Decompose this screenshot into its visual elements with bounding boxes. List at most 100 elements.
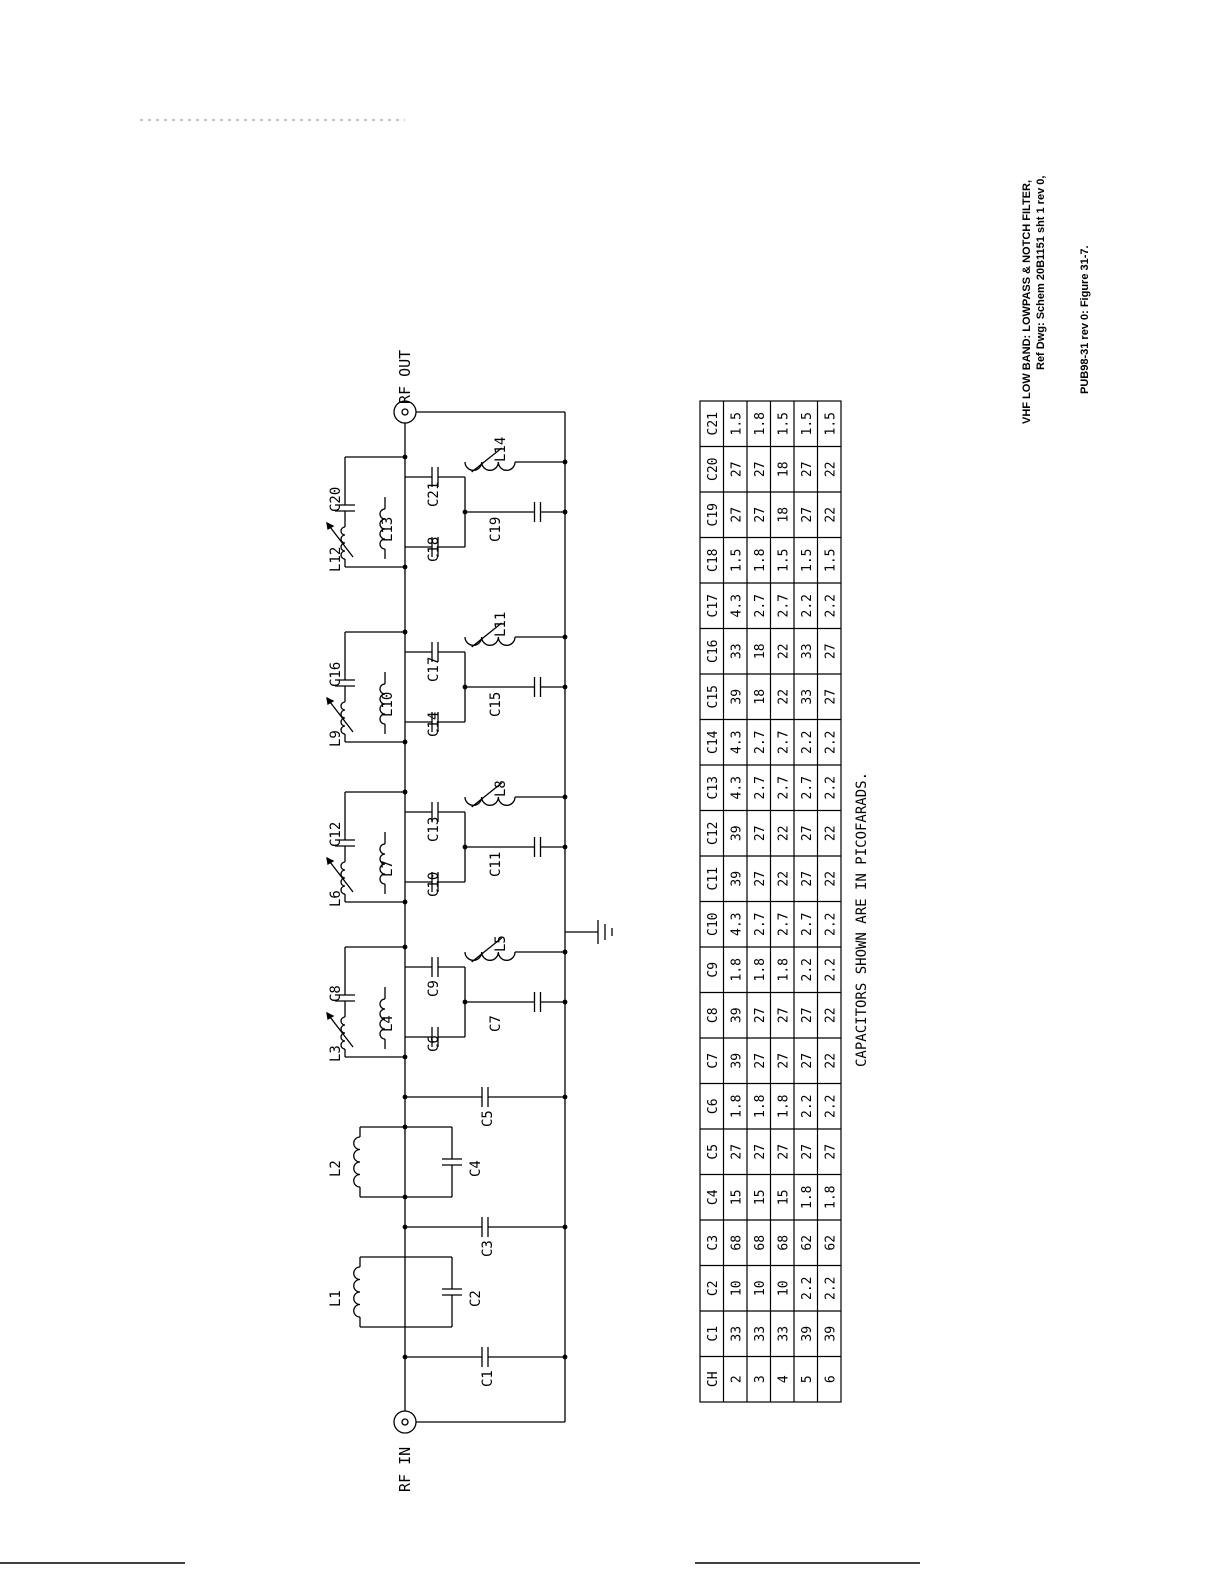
table-cell: 1.8 [777,1095,792,1118]
junction-dot [402,739,408,745]
table-cell: 33 [800,643,815,659]
inductor-l5-adjust [471,937,503,963]
table-cell: 1.5 [730,549,745,572]
label-c7: C7 [488,1015,504,1032]
table-header-cell: C6 [706,1098,721,1114]
junction-dot [562,509,568,515]
label-l2: L2 [328,1160,344,1177]
table-cell: 22 [824,461,839,477]
table-cell: 1.8 [753,549,768,572]
table-cell: 2.2 [800,731,815,754]
inductor-l14-adjust [471,447,503,473]
table-cell: 39 [824,1326,839,1342]
table-cell: 22 [777,643,792,659]
table-cell: 1.8 [730,1095,745,1118]
inductor-l2 [353,1136,361,1188]
table-cell: 33 [753,1326,768,1342]
table-cell: 2.7 [777,776,792,799]
junction-dot [402,1224,408,1230]
label-c4: C4 [468,1160,484,1177]
table-cell: 10 [753,1280,768,1296]
junction-dot [402,944,408,950]
table-cell: 27 [753,1144,768,1160]
table-cell: 27 [800,1144,815,1160]
label-c10: C10 [426,872,442,897]
junction-dot [562,459,568,465]
table-cell: 18 [777,461,792,477]
table-cell: 68 [777,1235,792,1251]
table-cell: 27 [800,871,815,887]
inductor-l9 [340,701,346,735]
table-cell: 27 [753,825,768,841]
table-cell: 2.2 [824,913,839,936]
table-cell: 2.2 [800,958,815,981]
table-cell: 2.2 [800,594,815,617]
table-cell: 1.5 [824,549,839,572]
table-cell: 33 [730,643,745,659]
label-c16: C16 [328,662,344,687]
table-header-cell: C13 [706,776,721,799]
table-cell: 22 [824,825,839,841]
table-cell: 15 [730,1189,745,1205]
label-l1: L1 [328,1290,344,1307]
table-cell: 1.8 [753,958,768,981]
label-l4: L4 [380,1015,396,1032]
label-c20: C20 [328,487,344,512]
table-cell: 1.5 [800,412,815,435]
inductor-l9-adjust [326,697,354,733]
table-cell: 22 [824,871,839,887]
junction-dot [562,1354,568,1360]
inductor-l8-adjust [471,782,503,808]
table-cell: 27 [730,507,745,523]
table-cell: 15 [753,1189,768,1205]
table-cell: 2.2 [824,731,839,754]
table-cell: 2.7 [753,594,768,617]
label-l11: L11 [493,612,509,637]
label-c19: C19 [488,517,504,542]
table-cell: 18 [753,689,768,705]
table-cell: 39 [730,871,745,887]
table-header-cell: C4 [706,1189,721,1205]
inductor-l11-adjust [471,622,503,648]
table-cell: 27 [824,1144,839,1160]
table-cell: 1.8 [753,412,768,435]
table-cell: 27 [800,825,815,841]
junction-dot [402,1194,408,1200]
table-cell: 27 [777,1007,792,1023]
table-header-cell: C7 [706,1053,721,1069]
inductor-l4 [379,998,386,1040]
table-header-cell: C12 [706,822,721,845]
junction-dot [562,949,568,955]
table-cell: 15 [777,1189,792,1205]
table-cell: 2.2 [800,1277,815,1300]
table-header-cell: C2 [706,1280,721,1296]
inductor-l3-adjust [326,1012,354,1048]
inductor-l12-adjust [326,522,354,558]
table-cell: 33 [730,1326,745,1342]
rf-out-pin [401,408,409,416]
table-cell: 27 [730,461,745,477]
table-header-cell: C20 [706,458,721,481]
inductor-l3 [340,1016,346,1050]
table-header-cell: C16 [706,640,721,663]
caption-line-2: Ref Dwg: Schem 20B1151 sht 1 rev 0, [1035,176,1047,370]
table-cell: 27 [824,689,839,705]
label-c3: C3 [480,1240,496,1257]
junction-dot [562,794,568,800]
table-cell: 33 [800,689,815,705]
table-cell: 2.2 [824,958,839,981]
table-header-cell: C15 [706,685,721,708]
junction-dot [562,844,568,850]
table-cell: 27 [800,507,815,523]
label-c18: C18 [426,537,442,562]
table-cell: 22 [824,507,839,523]
table-cell: 68 [730,1235,745,1251]
table-cell: 2.7 [753,913,768,936]
table-cell: 62 [824,1235,839,1251]
label-l7: L7 [380,860,396,877]
table-cell: 1.8 [824,1186,839,1209]
table-cell: 27 [777,1053,792,1069]
table-cell: 39 [730,1007,745,1023]
table-cell: 27 [800,1007,815,1023]
